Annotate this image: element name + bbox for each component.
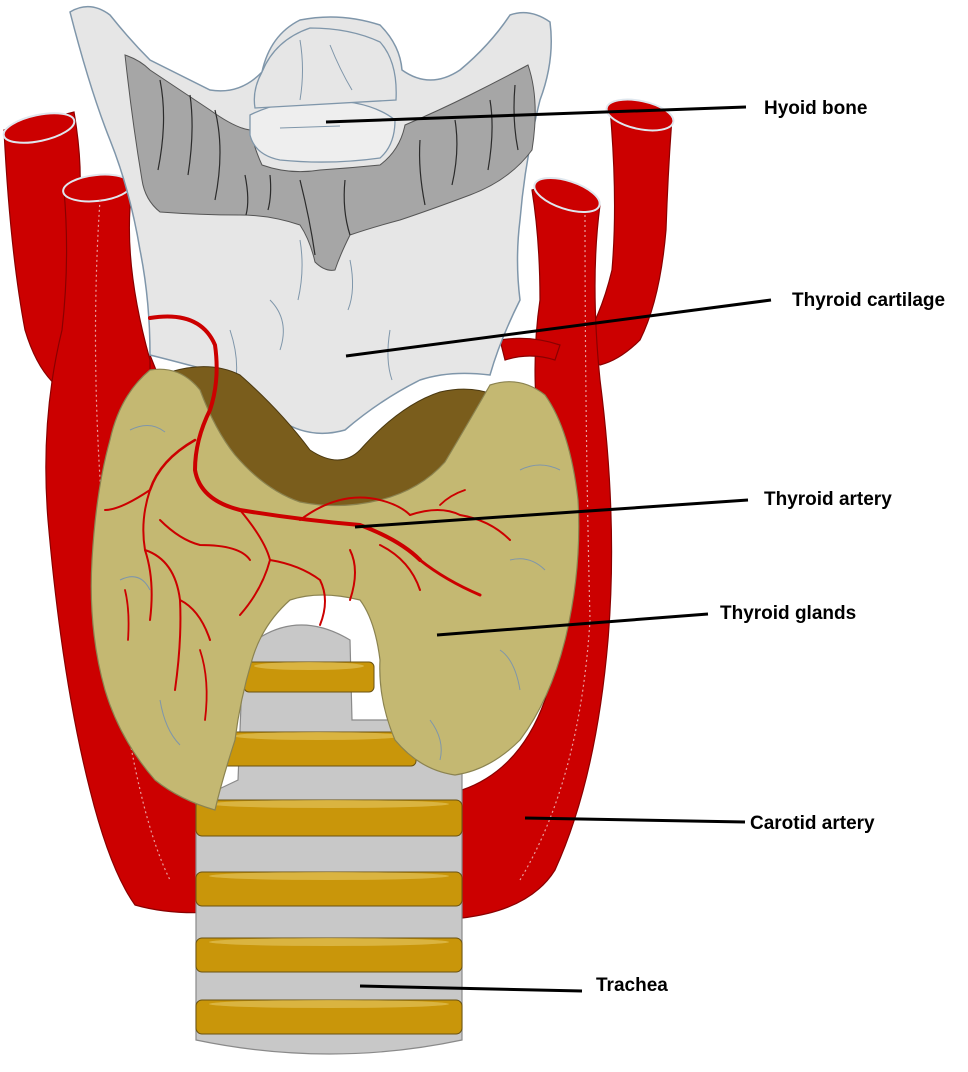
thyroid-artery-branches — [104, 314, 511, 721]
label-trachea: Trachea — [596, 975, 668, 996]
leader-lines — [325, 105, 772, 993]
label-thyroid-cartilage: Thyroid cartilage — [792, 290, 945, 311]
label-carotid-artery: Carotid artery — [750, 813, 875, 834]
label-thyroid-artery: Thyroid artery — [764, 489, 892, 510]
label-thyroid-glands: Thyroid glands — [720, 603, 856, 624]
leader-thyroid-artery — [354, 498, 749, 529]
thyroid-gland-shape — [90, 366, 580, 811]
label-hyoid-bone: Hyoid bone — [764, 98, 867, 119]
hyoid-bone-shape — [124, 27, 536, 271]
leader-thyroid-cartilage — [345, 298, 772, 358]
leader-hyoid-bone — [325, 105, 747, 124]
leader-carotid-artery — [524, 816, 746, 824]
leader-thyroid-glands — [436, 612, 709, 637]
leader-trachea — [359, 984, 583, 993]
